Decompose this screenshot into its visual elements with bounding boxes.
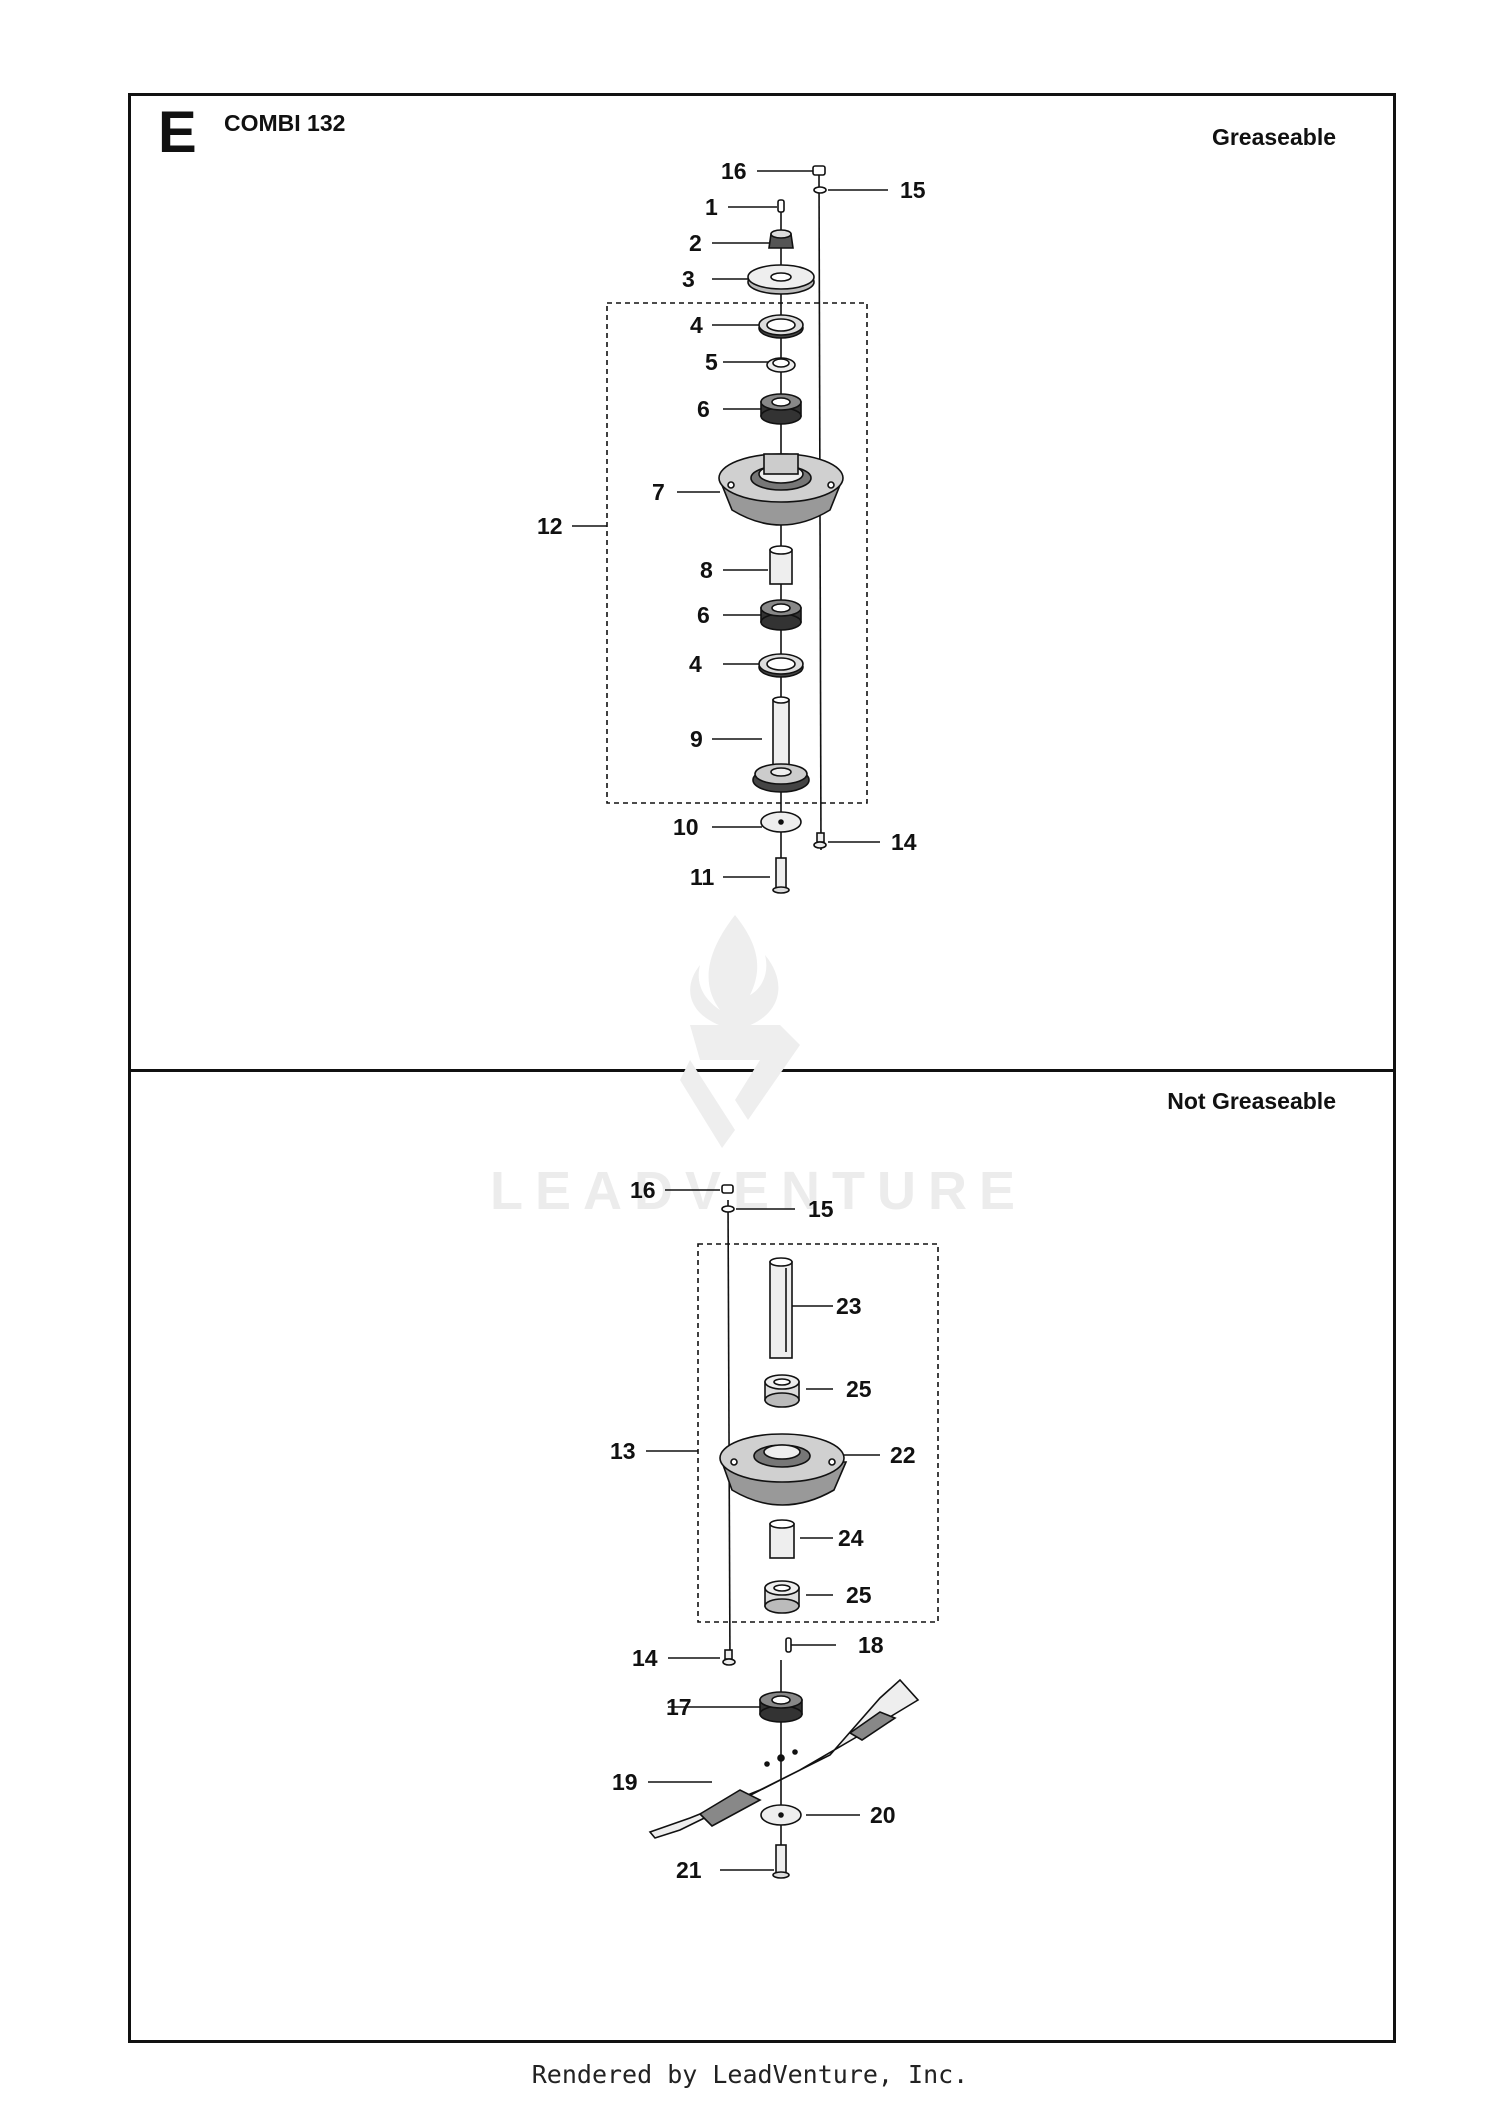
callout: 7 — [652, 479, 665, 505]
callout: 15 — [900, 177, 926, 203]
callout: 14 — [632, 1645, 658, 1671]
callout: 3 — [682, 266, 695, 292]
callout: 11 — [690, 864, 715, 890]
callout: 18 — [858, 1632, 884, 1658]
watermark-logo — [680, 915, 800, 1148]
top-callouts: 16 15 1 2 3 4 5 6 7 12 8 6 4 9 10 14 11 — [537, 158, 926, 890]
washer-15 — [813, 186, 827, 194]
section-label-greaseable: Greaseable — [1211, 124, 1336, 150]
callout: 16 — [721, 158, 747, 184]
bolt-guide-line-bottom — [727, 1199, 731, 1665]
shaft-23 — [769, 1261, 793, 1359]
callout: 4 — [690, 312, 703, 338]
callout: 6 — [697, 602, 710, 628]
assembly-box-12 — [606, 302, 868, 804]
callout: 16 — [630, 1177, 656, 1203]
section-letter: E — [158, 100, 197, 165]
callout: 20 — [870, 1802, 896, 1828]
callout: 4 — [689, 651, 702, 677]
assembly-box-13 — [697, 1243, 939, 1623]
spacer-8 — [769, 549, 793, 585]
watermark-text: LEADVENTURE — [490, 1161, 1028, 1221]
bolt-21 — [775, 1844, 787, 1876]
nut-16 — [812, 165, 826, 176]
spacer-24 — [769, 1523, 795, 1559]
callout: 2 — [689, 230, 702, 256]
callout: 25 — [846, 1376, 872, 1402]
callout: 14 — [891, 829, 917, 855]
callout: 8 — [700, 557, 713, 583]
blade-19 — [648, 1678, 920, 1839]
section-label-not-greaseable: Not Greaseable — [1167, 1088, 1336, 1114]
bolt-14-top — [816, 832, 825, 843]
pin-1 — [777, 199, 785, 213]
footer-credit: Rendered by LeadVenture, Inc. — [531, 2060, 969, 2089]
callout: 12 — [537, 513, 563, 539]
top-parts — [718, 165, 844, 894]
nut-16-bottom — [721, 1184, 734, 1194]
bolt-11 — [775, 857, 787, 891]
callout: 5 — [705, 349, 718, 375]
bottom-callouts: 16 15 23 25 13 22 24 25 18 14 17 19 20 2… — [610, 1177, 916, 1883]
callout: 13 — [610, 1438, 636, 1464]
bolt-14-bottom — [724, 1649, 733, 1660]
callout: 25 — [846, 1582, 872, 1608]
callout: 19 — [612, 1769, 638, 1795]
callout: 6 — [697, 396, 710, 422]
key-18 — [785, 1637, 792, 1653]
callout: 22 — [890, 1442, 916, 1468]
callout: 21 — [676, 1857, 702, 1883]
shaft-9 — [772, 699, 790, 771]
callout: 1 — [705, 194, 718, 220]
callout: 23 — [836, 1293, 862, 1319]
diagram-frame — [128, 93, 1396, 2043]
callout: 24 — [838, 1525, 864, 1551]
callout: 10 — [673, 814, 699, 840]
washer-15-bottom — [721, 1205, 735, 1213]
callout: 15 — [808, 1196, 834, 1222]
bottom-parts — [648, 1184, 920, 1879]
model-title: COMBI 132 — [224, 110, 346, 136]
callout: 9 — [690, 726, 703, 752]
callout: 17 — [666, 1694, 692, 1720]
